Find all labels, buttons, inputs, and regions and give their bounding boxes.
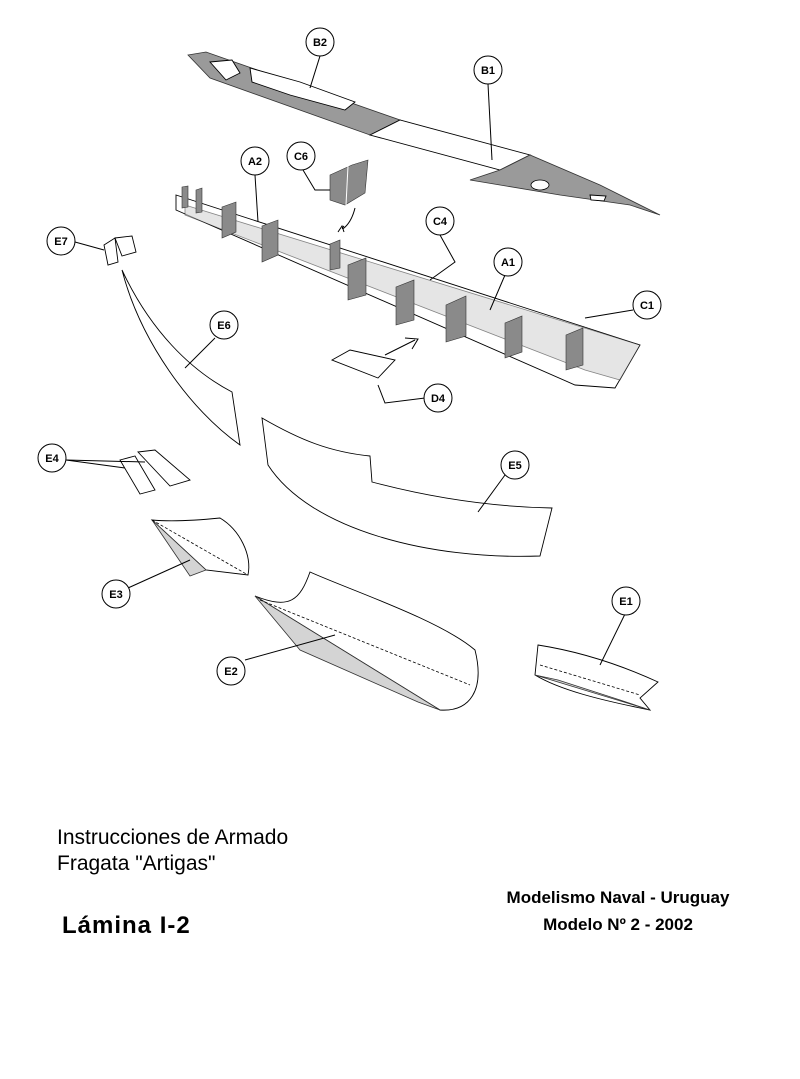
label-b1: B1 (473, 55, 503, 85)
svg-text:E4: E4 (45, 453, 59, 465)
svg-text:E3: E3 (109, 589, 122, 601)
part-e6 (121, 269, 241, 446)
label-a1: A1 (493, 247, 523, 277)
label-e1: E1 (611, 586, 641, 616)
svg-text:A2: A2 (248, 156, 262, 168)
sheet-number: Lámina I-2 (62, 912, 191, 939)
svg-text:A1: A1 (501, 257, 515, 269)
label-a2: A2 (240, 146, 270, 176)
title-instructions: Instrucciones de Armado (57, 826, 289, 849)
svg-text:E2: E2 (224, 666, 237, 678)
keel-frames (181, 185, 584, 371)
credit-model-number: Modelo Nº 2 - 2002 (543, 915, 693, 934)
label-c6: C6 (286, 141, 316, 171)
part-c6 (329, 159, 369, 233)
credit-organization: Modelismo Naval - Uruguay (506, 888, 730, 907)
part-d4 (330, 337, 419, 379)
svg-text:B2: B2 (313, 37, 327, 49)
label-b2: B2 (305, 27, 335, 57)
label-e6: E6 (209, 310, 239, 340)
svg-text:C6: C6 (294, 151, 308, 163)
part-e4 (119, 449, 191, 495)
part-b1-deck-plate (368, 119, 661, 216)
label-e2: E2 (216, 656, 246, 686)
title-ship-name: Fragata "Artigas" (57, 852, 216, 875)
svg-text:E1: E1 (619, 596, 632, 608)
label-e3: E3 (101, 579, 131, 609)
svg-text:E5: E5 (508, 460, 521, 472)
part-b2-deck-plate (187, 51, 402, 136)
part-e7 (103, 235, 137, 266)
svg-text:E7: E7 (54, 236, 67, 248)
svg-text:D4: D4 (431, 393, 446, 405)
part-a-keel-assembly (175, 185, 641, 389)
label-e7: E7 (46, 226, 76, 256)
label-c4: C4 (425, 206, 455, 236)
assembly-diagram: B2 B1 A2 C6 C4 A1 C1 E7 E6 D4 E4 E5 (37, 27, 662, 711)
svg-text:B1: B1 (481, 65, 495, 77)
label-c1: C1 (632, 290, 662, 320)
label-d4: D4 (423, 383, 453, 413)
leader-lines (65, 55, 634, 666)
part-e2 (254, 571, 479, 711)
part-e3 (150, 517, 250, 577)
svg-text:C4: C4 (433, 216, 448, 228)
svg-text:E6: E6 (217, 320, 230, 332)
label-e4: E4 (37, 443, 67, 473)
label-e5: E5 (500, 450, 530, 480)
part-e5 (261, 417, 553, 557)
part-e1 (534, 644, 659, 711)
svg-text:C1: C1 (640, 300, 654, 312)
